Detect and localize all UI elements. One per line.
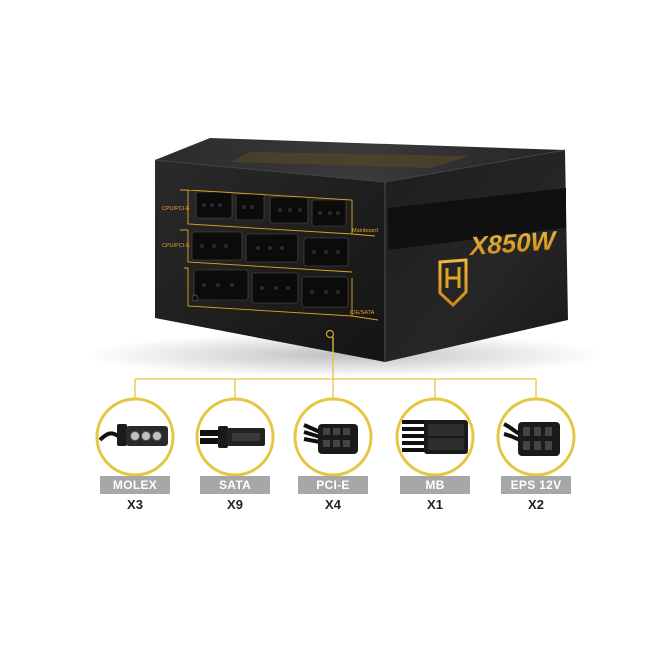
callout-anchor-dot: [325, 329, 335, 339]
sata-connector-icon: [200, 426, 265, 448]
connector-count-sata: X9: [227, 497, 243, 512]
connector-label-eps12v: EPS 12V: [501, 476, 571, 494]
socket-sata-1: [193, 269, 249, 301]
nox-hummer-shield-logo: [438, 258, 468, 308]
connector-label-molex: MOLEX: [100, 476, 170, 494]
panel-label-mainboard: Mainboard: [352, 228, 378, 234]
connector-count-molex: X3: [127, 497, 143, 512]
panel-label-cpu-pcie-top: CPU/PCI-E: [162, 206, 190, 212]
model-text: X850W: [468, 225, 558, 261]
panel-gold-traces: [180, 189, 379, 321]
connector-count-eps12v: X2: [528, 497, 544, 512]
eps12v-connector-icon: [503, 422, 560, 456]
connector-count-pcie: X4: [325, 497, 341, 512]
connector-label-pcie: PCI-E: [298, 476, 368, 494]
mb-connector-icon: [402, 420, 468, 454]
callout-lines: [134, 337, 537, 398]
psu-top-reflection: [230, 152, 470, 168]
floor-shadow: [85, 333, 605, 377]
socket-cpu-pcie-3: [191, 231, 243, 261]
molex-connector-icon: [98, 424, 168, 446]
connector-count-mb: X1: [427, 497, 443, 512]
pcie-connector-icon: [303, 423, 358, 454]
panel-label-ide-sata: IDE/SATA: [350, 310, 375, 316]
panel-screw: [191, 294, 199, 302]
connector-label-sata: SATA: [200, 476, 270, 494]
connector-label-mb: MB: [400, 476, 470, 494]
socket-pins: [200, 203, 340, 294]
psu-side-stripe: [388, 188, 566, 250]
panel-label-cpu-pcie-mid: CPU/PCI-E: [162, 243, 190, 249]
